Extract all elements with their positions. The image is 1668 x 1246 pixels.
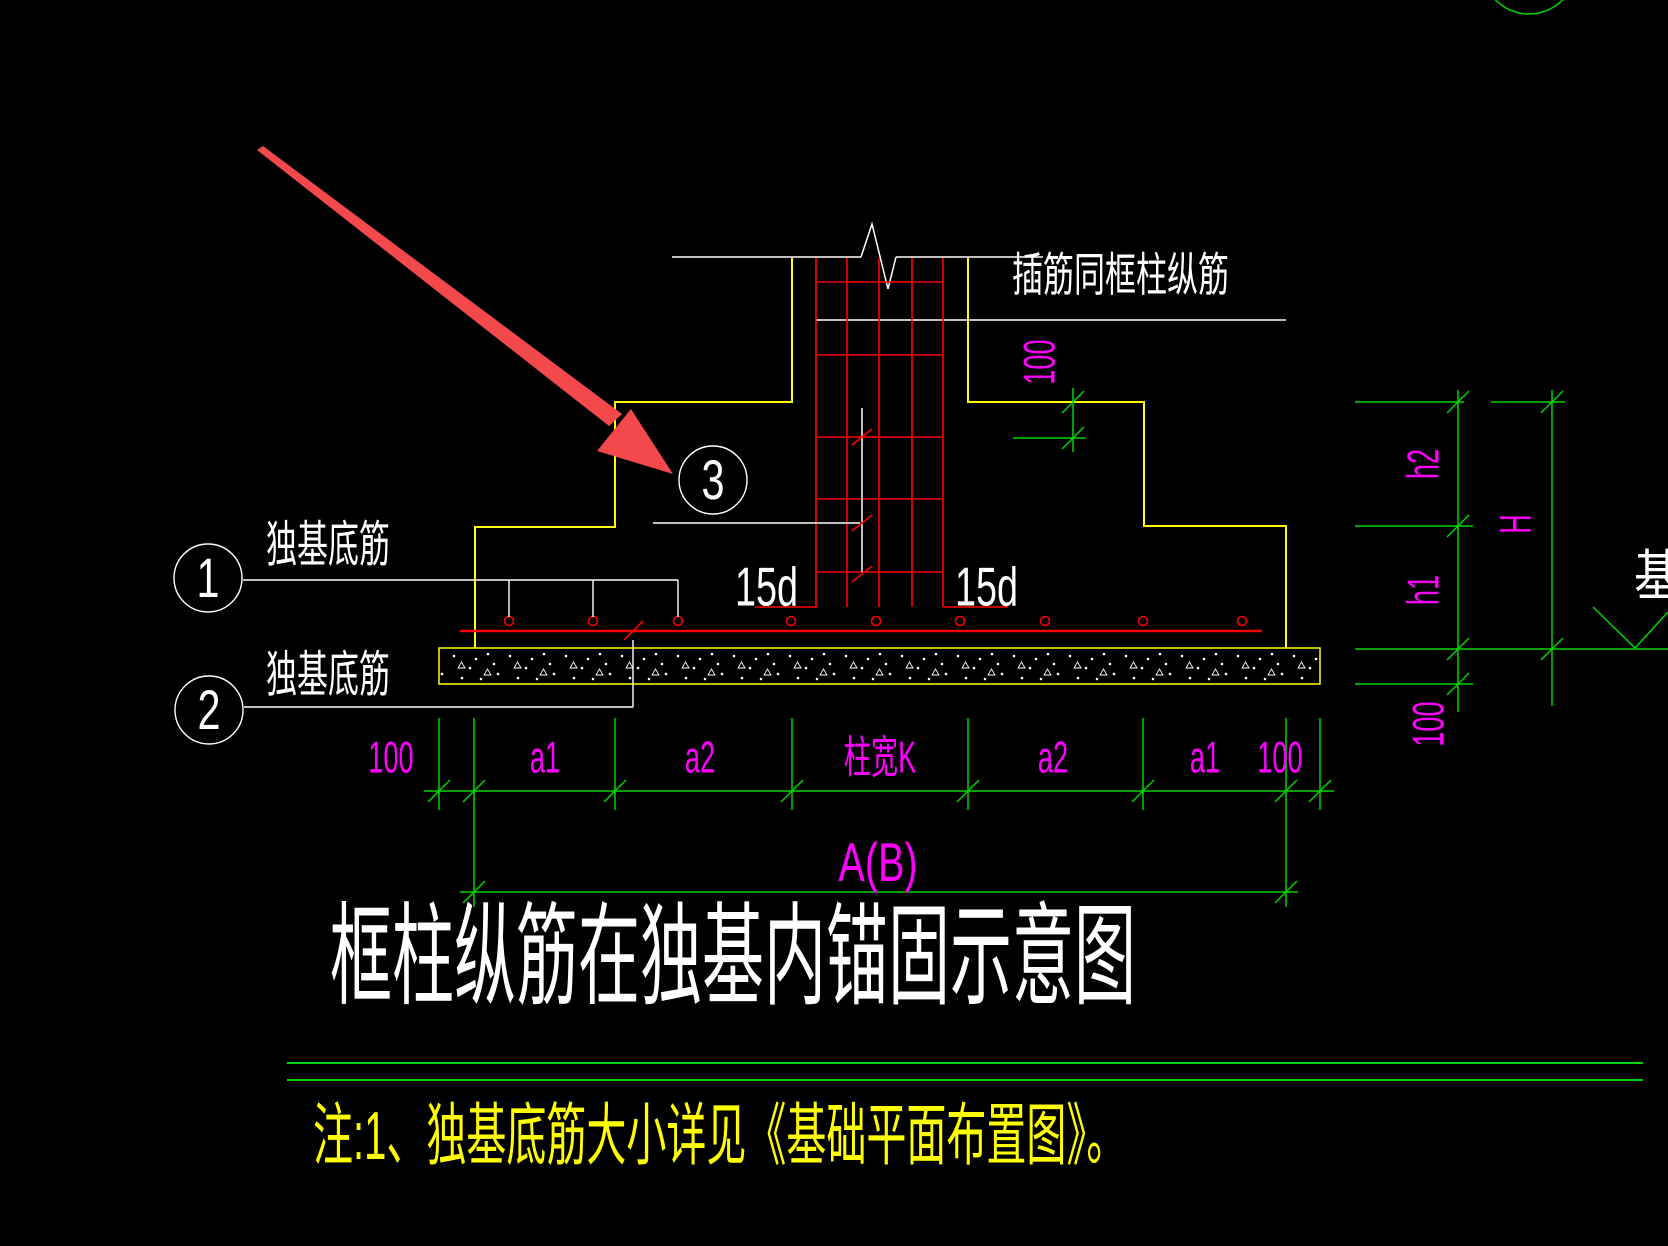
dim-column-width: 柱宽K <box>843 733 917 783</box>
dim-h2: h2 <box>1399 448 1449 480</box>
dim-100-column-offset: 100 <box>1015 339 1065 385</box>
footing-rebar-label-2: 独基底筋 <box>266 646 390 703</box>
callout-number-3: 3 <box>701 448 725 512</box>
leader-lines <box>173 445 860 745</box>
dim-a2-left: a2 <box>684 733 716 783</box>
anchor-length-label-right: 15d <box>955 556 1019 618</box>
column-break-line <box>672 221 1286 321</box>
dim-100-pad: 100 <box>1404 701 1454 747</box>
base-label-clipped: 基 <box>1634 548 1668 603</box>
drawing-title: 框柱纵筋在独基内锚固示意图 <box>330 895 1137 1020</box>
insert-bar-label: 插筋同框柱纵筋 <box>1012 249 1229 302</box>
callout-circle-2 <box>174 675 244 745</box>
column-rebar <box>755 258 1008 608</box>
footing-rebar-label-1: 独基底筋 <box>266 516 390 573</box>
drawing-note: 注:1、独基底筋大小详见《基础平面布置图》。 <box>313 1099 1127 1175</box>
footing-bottom-rebar <box>460 615 1262 641</box>
dim-100-right: 100 <box>1257 733 1303 783</box>
dim-a2-right: a2 <box>1037 733 1069 783</box>
concrete-pad <box>438 647 1321 685</box>
dim-H: H <box>1491 514 1541 534</box>
callout-number-1: 1 <box>196 546 220 610</box>
callout-number-2: 2 <box>197 678 221 742</box>
pointer-arrow <box>257 146 673 474</box>
dim-a1-right: a1 <box>1189 733 1221 783</box>
dim-100-left: 100 <box>368 733 414 783</box>
anchor-length-label-left: 15d <box>735 556 799 618</box>
dimension-lines <box>287 0 1668 1081</box>
ground-level-symbol <box>1592 606 1668 650</box>
dim-overall-AB: A(B) <box>838 832 918 894</box>
foundation-outline <box>474 258 1287 648</box>
insert-bar <box>851 408 873 583</box>
callout-circle-1 <box>173 543 243 613</box>
dim-h1: h1 <box>1399 574 1449 606</box>
top-right-arc <box>1494 0 1564 15</box>
dim-a1-left: a1 <box>529 733 561 783</box>
callout-circle-3 <box>678 445 748 515</box>
